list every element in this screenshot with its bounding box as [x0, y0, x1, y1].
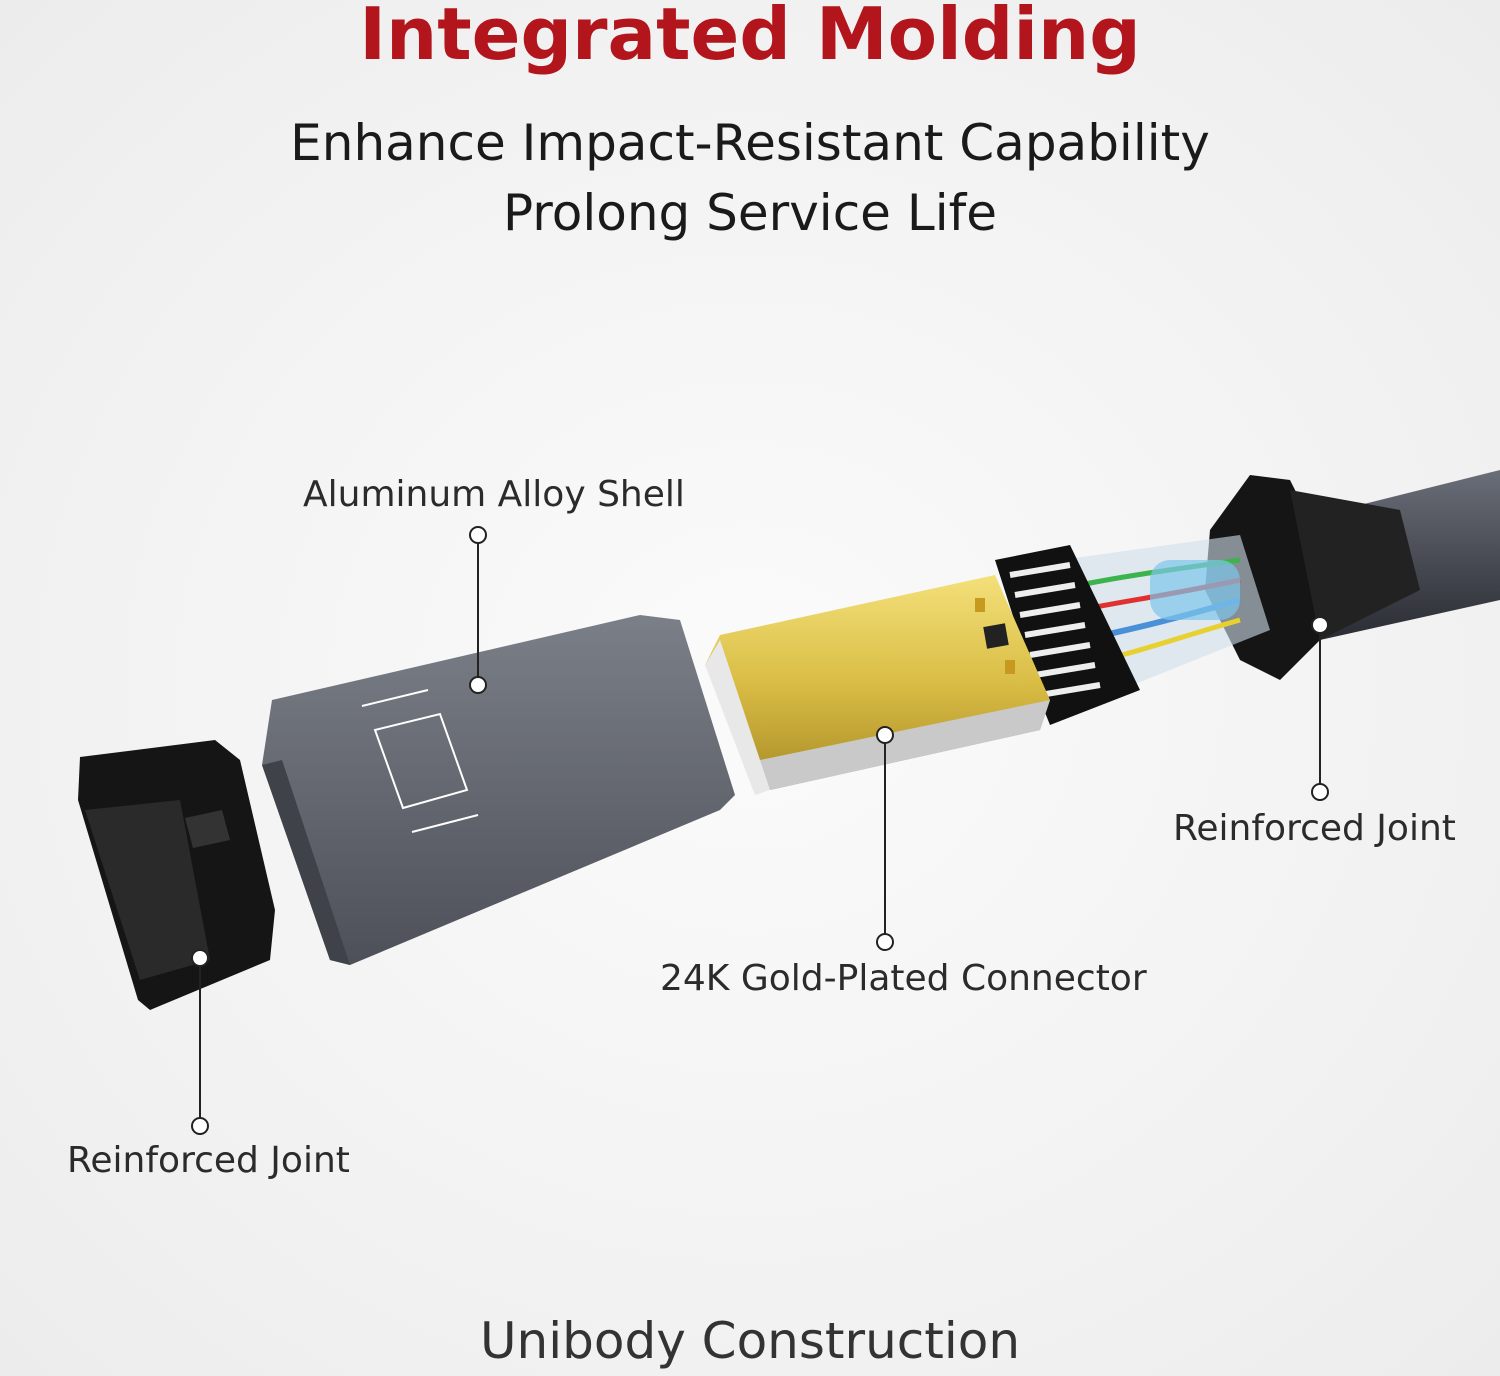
subtitle-line-2: Prolong Service Life [503, 184, 997, 242]
footer-caption: Unibody Construction [479, 1312, 1021, 1370]
right-joint-label: Reinforced Joint [1173, 808, 1456, 849]
left-reinforced-joint [78, 740, 275, 1010]
shell-callout-dot [469, 526, 487, 544]
aluminum-alloy-shell [262, 615, 735, 965]
solder-pins [995, 545, 1140, 725]
connector-label: 24K Gold-Plated Connector [660, 958, 1147, 999]
shell-callout-dot [469, 676, 487, 694]
page-title: Integrated Molding [359, 0, 1141, 76]
callout-lines [191, 526, 1329, 1135]
shell-label: Aluminum Alloy Shell [303, 474, 685, 515]
subtitle-line-1: Enhance Impact-Resistant Capability [290, 114, 1210, 172]
left-joint-label: Reinforced Joint [67, 1140, 350, 1181]
gold-plated-connector [705, 575, 1050, 795]
